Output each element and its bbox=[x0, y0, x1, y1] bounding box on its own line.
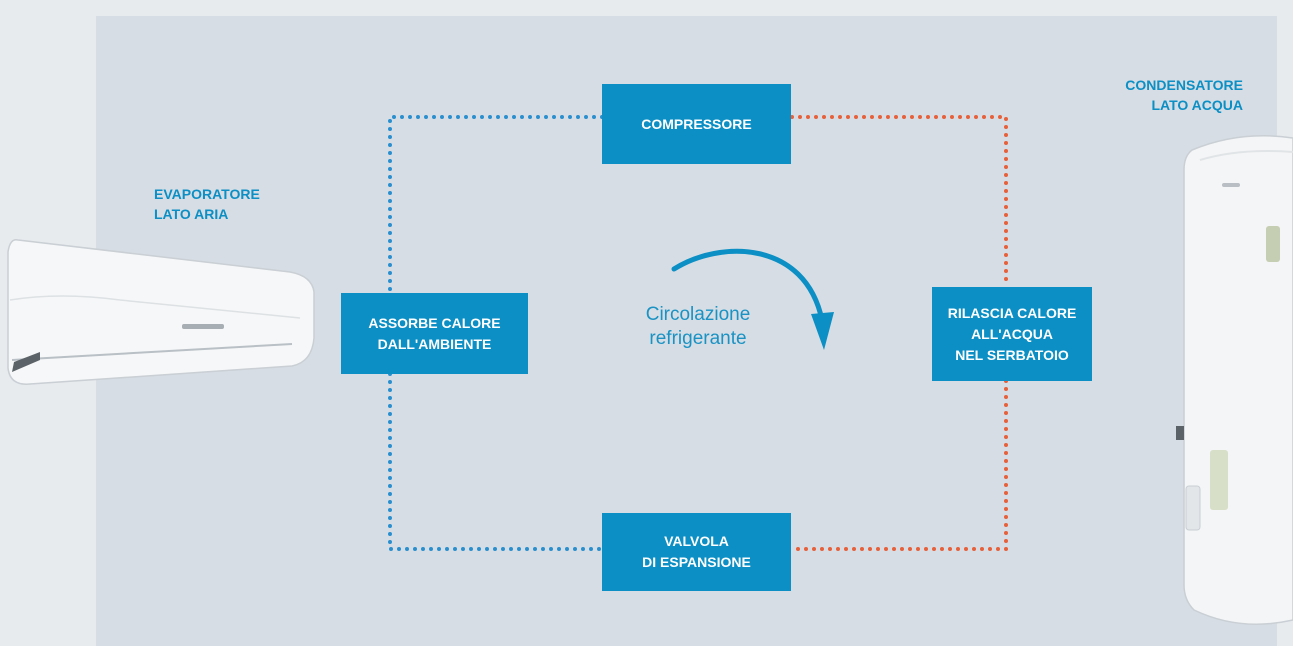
air-conditioner-icon bbox=[7, 239, 315, 385]
expansion-valve-label-line2: DI ESPANSIONE bbox=[642, 554, 751, 570]
absorbs-heat-box: ASSORBE CALORE DALL'AMBIENTE bbox=[341, 293, 528, 374]
hot-line-bottom bbox=[790, 379, 1008, 551]
evaporator-label-line2: LATO ARIA bbox=[154, 206, 229, 222]
circulation-label-line2: refrigerante bbox=[649, 328, 747, 349]
compressor-box: COMPRESSORE bbox=[602, 84, 791, 164]
circulation-label: Circolazione refrigerante bbox=[618, 303, 778, 351]
cold-line-top bbox=[388, 115, 604, 295]
cold-line-bottom bbox=[388, 372, 604, 551]
expansion-valve-label-line1: VALVOLA bbox=[664, 533, 729, 549]
evaporator-label: EVAPORATORE LATO ARIA bbox=[154, 184, 260, 224]
releases-heat-label-line3: NEL SERBATOIO bbox=[955, 346, 1069, 363]
circulation-label-line1: Circolazione bbox=[645, 304, 751, 325]
releases-heat-box: RILASCIA CALORE ALL'ACQUA NEL SERBATOIO bbox=[932, 287, 1092, 381]
absorbs-heat-label-line1: ASSORBE CALORE bbox=[368, 314, 501, 331]
releases-heat-label-line2: ALL'ACQUA bbox=[971, 325, 1053, 342]
condenser-label-line1: CONDENSATORE bbox=[1125, 77, 1243, 93]
releases-heat-label-line1: RILASCIA CALORE bbox=[947, 304, 1077, 321]
absorbs-heat-label-line2: DALL'AMBIENTE bbox=[377, 335, 492, 352]
condenser-label: CONDENSATORE LATO ACQUA bbox=[1080, 75, 1243, 115]
evaporator-label-line1: EVAPORATORE bbox=[154, 186, 260, 202]
hot-line-top bbox=[790, 115, 1008, 289]
expansion-valve-box: VALVOLA DI ESPANSIONE bbox=[602, 513, 791, 591]
water-heater-tank-icon bbox=[1176, 134, 1293, 625]
curved-arrow-icon bbox=[671, 248, 834, 350]
condenser-label-line2: LATO ACQUA bbox=[1151, 97, 1243, 113]
compressor-label: COMPRESSORE bbox=[641, 115, 752, 132]
